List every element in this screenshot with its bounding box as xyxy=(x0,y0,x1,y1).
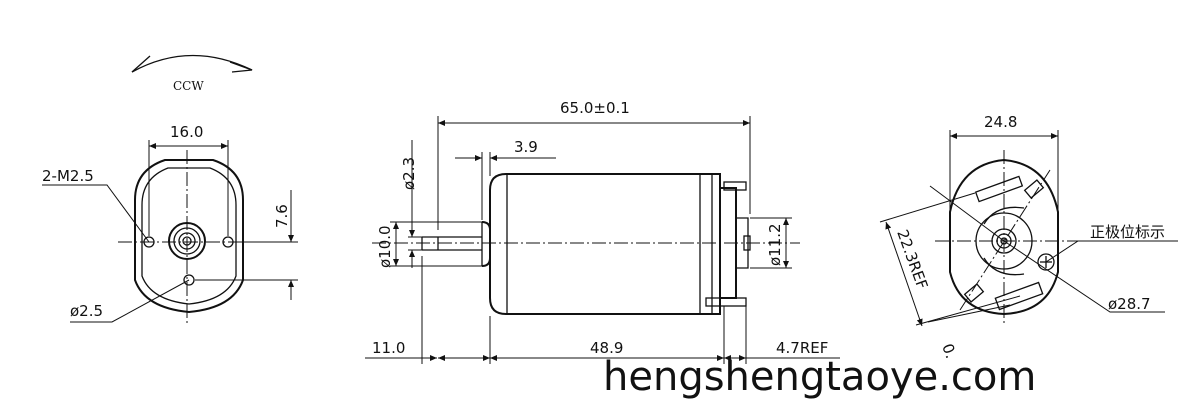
front-offset-dimension: 7.6 xyxy=(273,204,291,228)
polarity-note: 正极位标示 xyxy=(1090,223,1165,241)
rear-view xyxy=(879,130,1178,327)
rotation-label: CCW xyxy=(173,79,204,93)
boss-diameter-dimension: ø10.0 xyxy=(376,225,394,268)
front-view xyxy=(42,140,298,325)
front-width-dimension: 16.0 xyxy=(170,123,203,141)
side-view xyxy=(365,116,840,364)
hole-diameter-callout: ø2.5 xyxy=(70,302,103,320)
shaft-diameter-dimension: ø2.3 xyxy=(400,157,418,190)
terminal-length-dimension: 4.7REF xyxy=(776,339,828,357)
tapped-holes-callout: 2-M2.5 xyxy=(42,167,94,185)
rear-boss-diameter-dimension: ø11.2 xyxy=(766,223,784,266)
overall-length-dimension: 65.0±0.1 xyxy=(560,99,630,117)
partial-dimension-label: 0. xyxy=(938,341,960,361)
rear-width-dimension: 24.8 xyxy=(984,113,1017,131)
body-length-dimension: 48.9 xyxy=(590,339,623,357)
step-length-dimension: 3.9 xyxy=(514,138,538,156)
rotation-arrow-icon xyxy=(131,54,253,73)
watermark-text: hengshengtaoye.com xyxy=(603,354,1036,400)
shaft-length-dimension: 11.0 xyxy=(372,339,405,357)
body-diameter-dimension: ø28.7 xyxy=(1108,295,1151,313)
